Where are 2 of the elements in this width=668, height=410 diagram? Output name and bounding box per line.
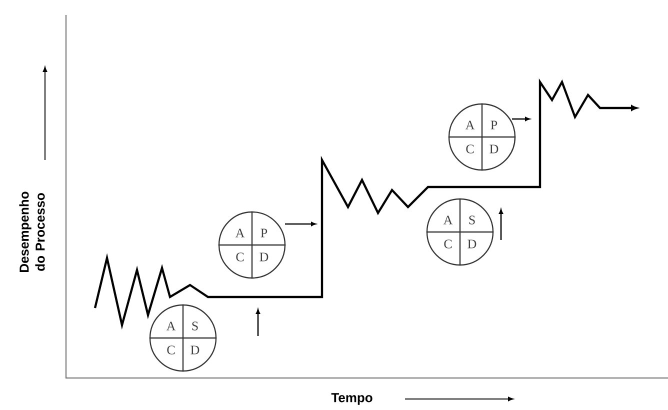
axis-title: Tempo bbox=[331, 393, 372, 405]
axis-title: Desempenho do Processo bbox=[19, 192, 45, 272]
